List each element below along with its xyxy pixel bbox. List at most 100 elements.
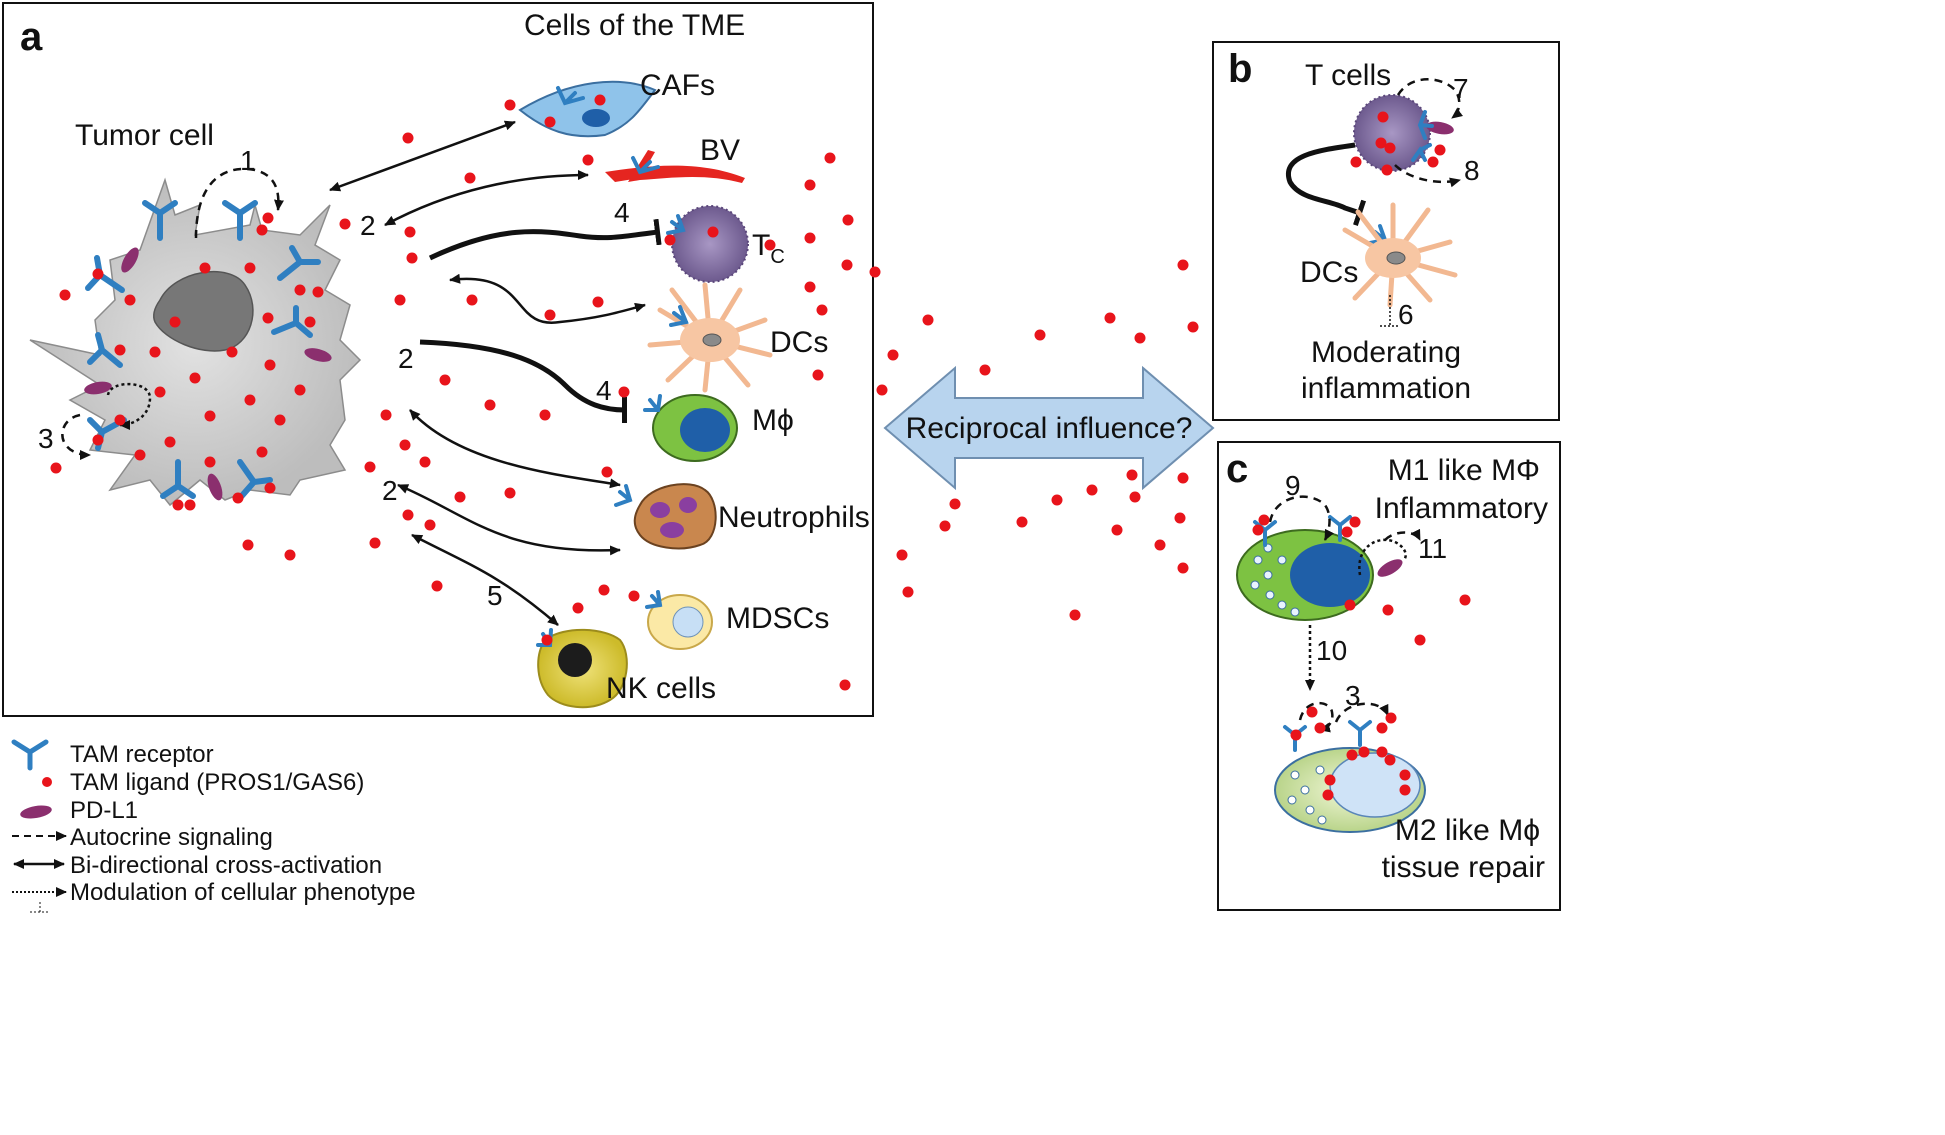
legend-autocrine: Autocrine signaling [70,824,273,851]
tam-ligand-dot [256,224,268,236]
tam-ligand-dot [876,384,888,396]
tam-ligand-dot [169,316,181,328]
tam-ligand-dot [1051,494,1063,506]
m2-granules [1287,765,1327,825]
tam-ligand-dot [1177,562,1189,574]
nk-label: NK cells [606,672,716,705]
tam-ligand-dot [484,399,496,411]
marker-2b: 2 [398,343,414,374]
dc-label: DCs [770,326,828,359]
tam-ligand-dot [1341,526,1353,538]
tam-ligand-dot [406,252,418,264]
tam-ligand-dot [439,374,451,386]
tam-ligand-dot [1177,259,1189,271]
marker-1: 1 [240,145,256,176]
tam-ligand-dot [454,491,466,503]
tam-ligand-dot [1252,524,1264,536]
tam-ligand-dot [1384,754,1396,766]
tam-ligand-dot [812,369,824,381]
tam-ligand-dot [1069,609,1081,621]
tam-ligand-dot [134,449,146,461]
marker-4b: 4 [596,375,612,406]
tam-ligand-dot [1434,144,1446,156]
tam-ligand-dot [1134,332,1146,344]
b-dc-nucleus [1386,251,1406,265]
tam-ligand-dot [404,226,416,238]
tam-ligand-dot [419,456,431,468]
tam-ligand-dot [628,590,640,602]
tam-ligand-dot [764,239,776,251]
marker-2c: 2 [382,475,398,506]
legend-ligand: TAM ligand (PROS1/GAS6) [70,769,364,796]
tam-ligand-dot [979,364,991,376]
tam-ligand-dot [402,132,414,144]
tam-ligand-dot [1384,142,1396,154]
tam-ligand-dot [364,461,376,473]
c-receptors [1253,515,1372,752]
b-dcs-label: DCs [1300,256,1358,289]
reciprocal-influence-arrow[interactable] [883,365,1215,491]
legend-modulation-tick [30,902,50,913]
c-pdl1 [1377,559,1403,577]
tam-ligand-dot [184,499,196,511]
marker-2a: 2 [360,210,376,241]
tam-ligand-dot [922,314,934,326]
tam-ligand-dot [164,436,176,448]
tam-ligand-dot [189,372,201,384]
b-autocrine [1394,78,1463,188]
tam-ligand-dot [466,294,478,306]
tam-ligand-dot [1399,769,1411,781]
blood-vessel [605,150,745,183]
tumor-cell [29,177,362,507]
tam-ligand-dot [544,309,556,321]
tam-ligand-dot [1104,312,1116,324]
tam-ligand-dot [594,94,606,106]
marker-11: 11 [1418,533,1447,564]
tam-ligand-dot [1126,469,1138,481]
tam-ligand-dot [1376,746,1388,758]
tam-ligand-dot [124,294,136,306]
tam-ligand-dot [424,519,436,531]
tam-ligand-dot [1322,789,1334,801]
mdsc-nucleus [672,606,704,638]
legend-pdl1: PD-L1 [70,797,138,824]
legend-pdl1-icon [20,805,52,819]
macrophage-label: Mϕ [752,404,794,437]
tam-ligand-dot [541,634,553,646]
tam-ligand-dot [1350,156,1362,168]
legend-ligand-icon [42,777,52,787]
caf-label: CAFs [640,69,715,102]
legend-modulation: Modulation of cellular phenotype [70,879,416,906]
tam-ligand-dot [242,539,254,551]
tam-ligand-dot [1358,746,1370,758]
tam-ligand-dot [149,346,161,358]
tam-ligand-dot [204,456,216,468]
tam-ligand-dot [1375,137,1387,149]
tam-ligand-dot [380,409,392,421]
tam-ligand-dot [1016,516,1028,528]
tam-ligand-dot [262,312,274,324]
caf-nucleus [582,109,610,127]
inhibition-lines [419,218,662,424]
neutrophil-cell [633,483,717,550]
tam-ligand-dot [232,492,244,504]
tumor-tam-receptors [85,200,321,501]
tam-ligand-dot [464,172,476,184]
tam-ligand-dot [264,359,276,371]
tam-ligand-dot [804,179,816,191]
tam-ligand-dot [304,316,316,328]
bv-label: BV [700,134,740,167]
m1-granules [1250,543,1300,617]
tam-ligand-dot [339,218,351,230]
tam-ligand-dot [1399,784,1411,796]
tam-ligand-dot [804,281,816,293]
marker-6: 6 [1398,299,1414,330]
tam-ligand-dot [572,602,584,614]
marker-8: 8 [1464,155,1480,186]
neutrophils-label: Neutrophils [718,501,870,534]
tam-ligand-dot [199,262,211,274]
panel-b-letter: b [1228,47,1252,91]
tam-ligand-dot [244,262,256,274]
tam-ligand-dot [869,266,881,278]
tam-ligand-dot [1314,722,1326,734]
